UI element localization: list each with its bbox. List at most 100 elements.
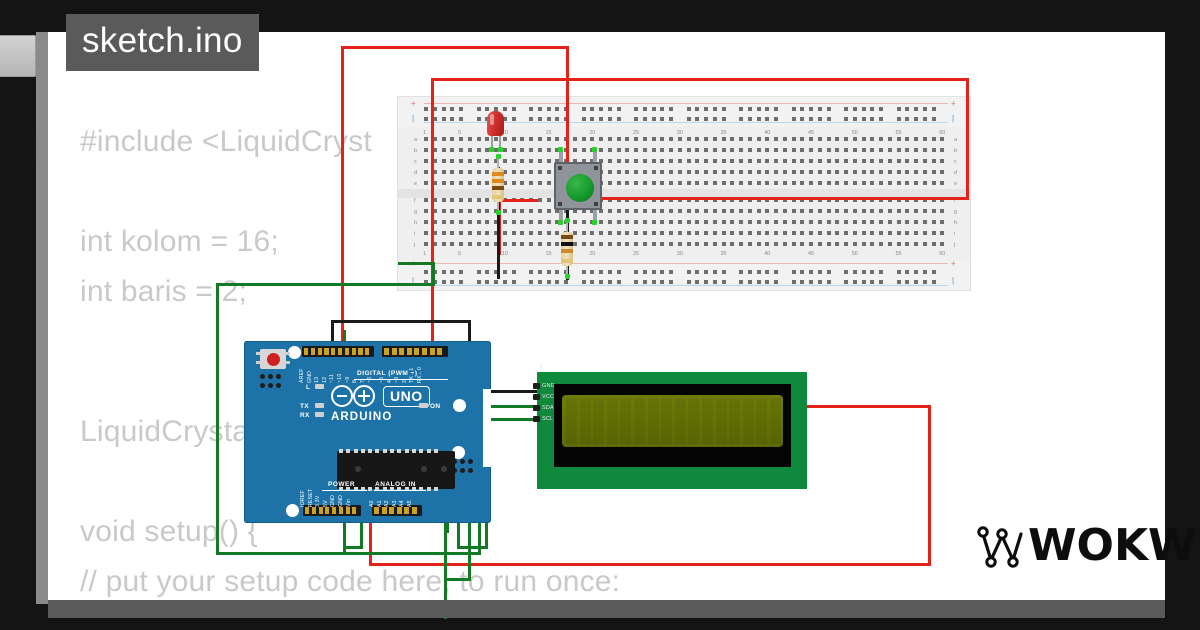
breadboard-hole[interactable] [441, 220, 446, 224]
breadboard-hole[interactable] [607, 198, 612, 202]
breadboard-hole[interactable] [835, 209, 840, 213]
breadboard-hole[interactable] [704, 209, 708, 213]
breadboard-hole[interactable] [739, 170, 743, 174]
breadboard-hole[interactable] [852, 231, 857, 235]
breadboard-hole[interactable] [826, 107, 831, 111]
breadboard-hole[interactable] [809, 231, 813, 235]
breadboard-hole[interactable] [765, 181, 770, 185]
breadboard-hole[interactable] [826, 117, 831, 121]
breadboard-hole[interactable] [704, 159, 708, 163]
breadboard-hole[interactable] [450, 280, 455, 284]
breadboard-hole[interactable] [809, 137, 813, 141]
breadboard-hole[interactable] [791, 137, 796, 141]
breadboard-hole[interactable] [791, 209, 796, 213]
breadboard-hole[interactable] [616, 117, 621, 121]
digital-header-low[interactable] [382, 346, 448, 357]
breadboard-hole[interactable] [861, 270, 866, 274]
breadboard-hole[interactable] [739, 270, 743, 274]
breadboard-hole[interactable] [914, 148, 918, 152]
breadboard-hole[interactable] [791, 220, 796, 224]
breadboard-hole[interactable] [555, 209, 560, 213]
breadboard-hole[interactable] [642, 231, 647, 235]
breadboard-hole[interactable] [922, 270, 927, 274]
breadboard-hole[interactable] [476, 117, 481, 121]
breadboard-hole[interactable] [739, 242, 743, 246]
breadboard-hole[interactable] [730, 181, 735, 185]
breadboard-hole[interactable] [931, 181, 936, 185]
breadboard-hole[interactable] [450, 242, 455, 246]
breadboard-hole[interactable] [476, 107, 481, 111]
breadboard-hole[interactable] [826, 181, 831, 185]
breadboard-hole[interactable] [695, 107, 700, 111]
breadboard-hole[interactable] [424, 107, 428, 111]
breadboard-hole[interactable] [546, 280, 551, 284]
breadboard-hole[interactable] [879, 280, 883, 284]
breadboard-hole[interactable] [826, 270, 831, 274]
breadboard-hole[interactable] [476, 231, 481, 235]
breadboard-hole[interactable] [651, 170, 656, 174]
breadboard-hole[interactable] [931, 198, 936, 202]
breadboard-hole[interactable] [502, 220, 507, 224]
power-jack[interactable] [0, 133, 36, 163]
breadboard-hole[interactable] [616, 231, 621, 235]
breadboard-hole[interactable] [712, 270, 717, 274]
breadboard-hole[interactable] [459, 209, 463, 213]
breadboard-hole[interactable] [616, 170, 621, 174]
breadboard-hole[interactable] [494, 148, 498, 152]
breadboard-hole[interactable] [450, 198, 455, 202]
breadboard-hole[interactable] [520, 148, 525, 152]
breadboard-hole[interactable] [529, 137, 533, 141]
breadboard-hole[interactable] [607, 280, 612, 284]
breadboard-hole[interactable] [747, 280, 752, 284]
breadboard-hole[interactable] [870, 209, 875, 213]
breadboard-hole[interactable] [677, 198, 682, 202]
breadboard-hole[interactable] [669, 198, 673, 202]
breadboard-hole[interactable] [625, 170, 630, 174]
breadboard-hole[interactable] [844, 231, 848, 235]
breadboard-hole[interactable] [424, 220, 428, 224]
breadboard-hole[interactable] [940, 181, 945, 185]
breadboard-hole[interactable] [634, 117, 638, 121]
breadboard-hole[interactable] [424, 137, 428, 141]
lcd-pin-sda[interactable]: SDA [533, 402, 555, 413]
breadboard-hole[interactable] [852, 209, 857, 213]
breadboard-hole[interactable] [756, 280, 761, 284]
breadboard-hole[interactable] [695, 148, 700, 152]
breadboard-hole[interactable] [756, 242, 761, 246]
breadboard-hole[interactable] [704, 170, 708, 174]
breadboard-hole[interactable] [791, 242, 796, 246]
breadboard-hole[interactable] [476, 280, 481, 284]
breadboard-hole[interactable] [450, 159, 455, 163]
breadboard-hole[interactable] [835, 231, 840, 235]
breadboard-hole[interactable] [634, 148, 638, 152]
breadboard-hole[interactable] [695, 242, 700, 246]
breadboard-hole[interactable] [730, 242, 735, 246]
breadboard-hole[interactable] [599, 117, 603, 121]
breadboard-hole[interactable] [537, 209, 542, 213]
breadboard-hole[interactable] [669, 181, 673, 185]
breadboard-hole[interactable] [537, 270, 542, 274]
breadboard-hole[interactable] [870, 170, 875, 174]
breadboard-hole[interactable] [747, 170, 752, 174]
breadboard-hole[interactable] [712, 231, 717, 235]
breadboard-hole[interactable] [861, 181, 866, 185]
breadboard-hole[interactable] [651, 280, 656, 284]
breadboard-hole[interactable] [467, 220, 472, 224]
breadboard-hole[interactable] [669, 117, 673, 121]
breadboard-hole[interactable] [695, 231, 700, 235]
breadboard-hole[interactable] [467, 198, 472, 202]
pushbutton-pin[interactable] [558, 147, 563, 152]
breadboard-hole[interactable] [844, 117, 848, 121]
breadboard-hole[interactable] [651, 117, 656, 121]
power-header[interactable] [303, 505, 361, 516]
breadboard-hole[interactable] [809, 209, 813, 213]
breadboard-hole[interactable] [669, 148, 673, 152]
breadboard-hole[interactable] [774, 270, 778, 274]
breadboard-hole[interactable] [940, 242, 945, 246]
breadboard-hole[interactable] [721, 159, 726, 163]
breadboard-hole[interactable] [424, 159, 428, 163]
breadboard-hole[interactable] [529, 209, 533, 213]
breadboard-hole[interactable] [599, 137, 603, 141]
breadboard-hole[interactable] [625, 220, 630, 224]
breadboard-hole[interactable] [459, 270, 463, 274]
